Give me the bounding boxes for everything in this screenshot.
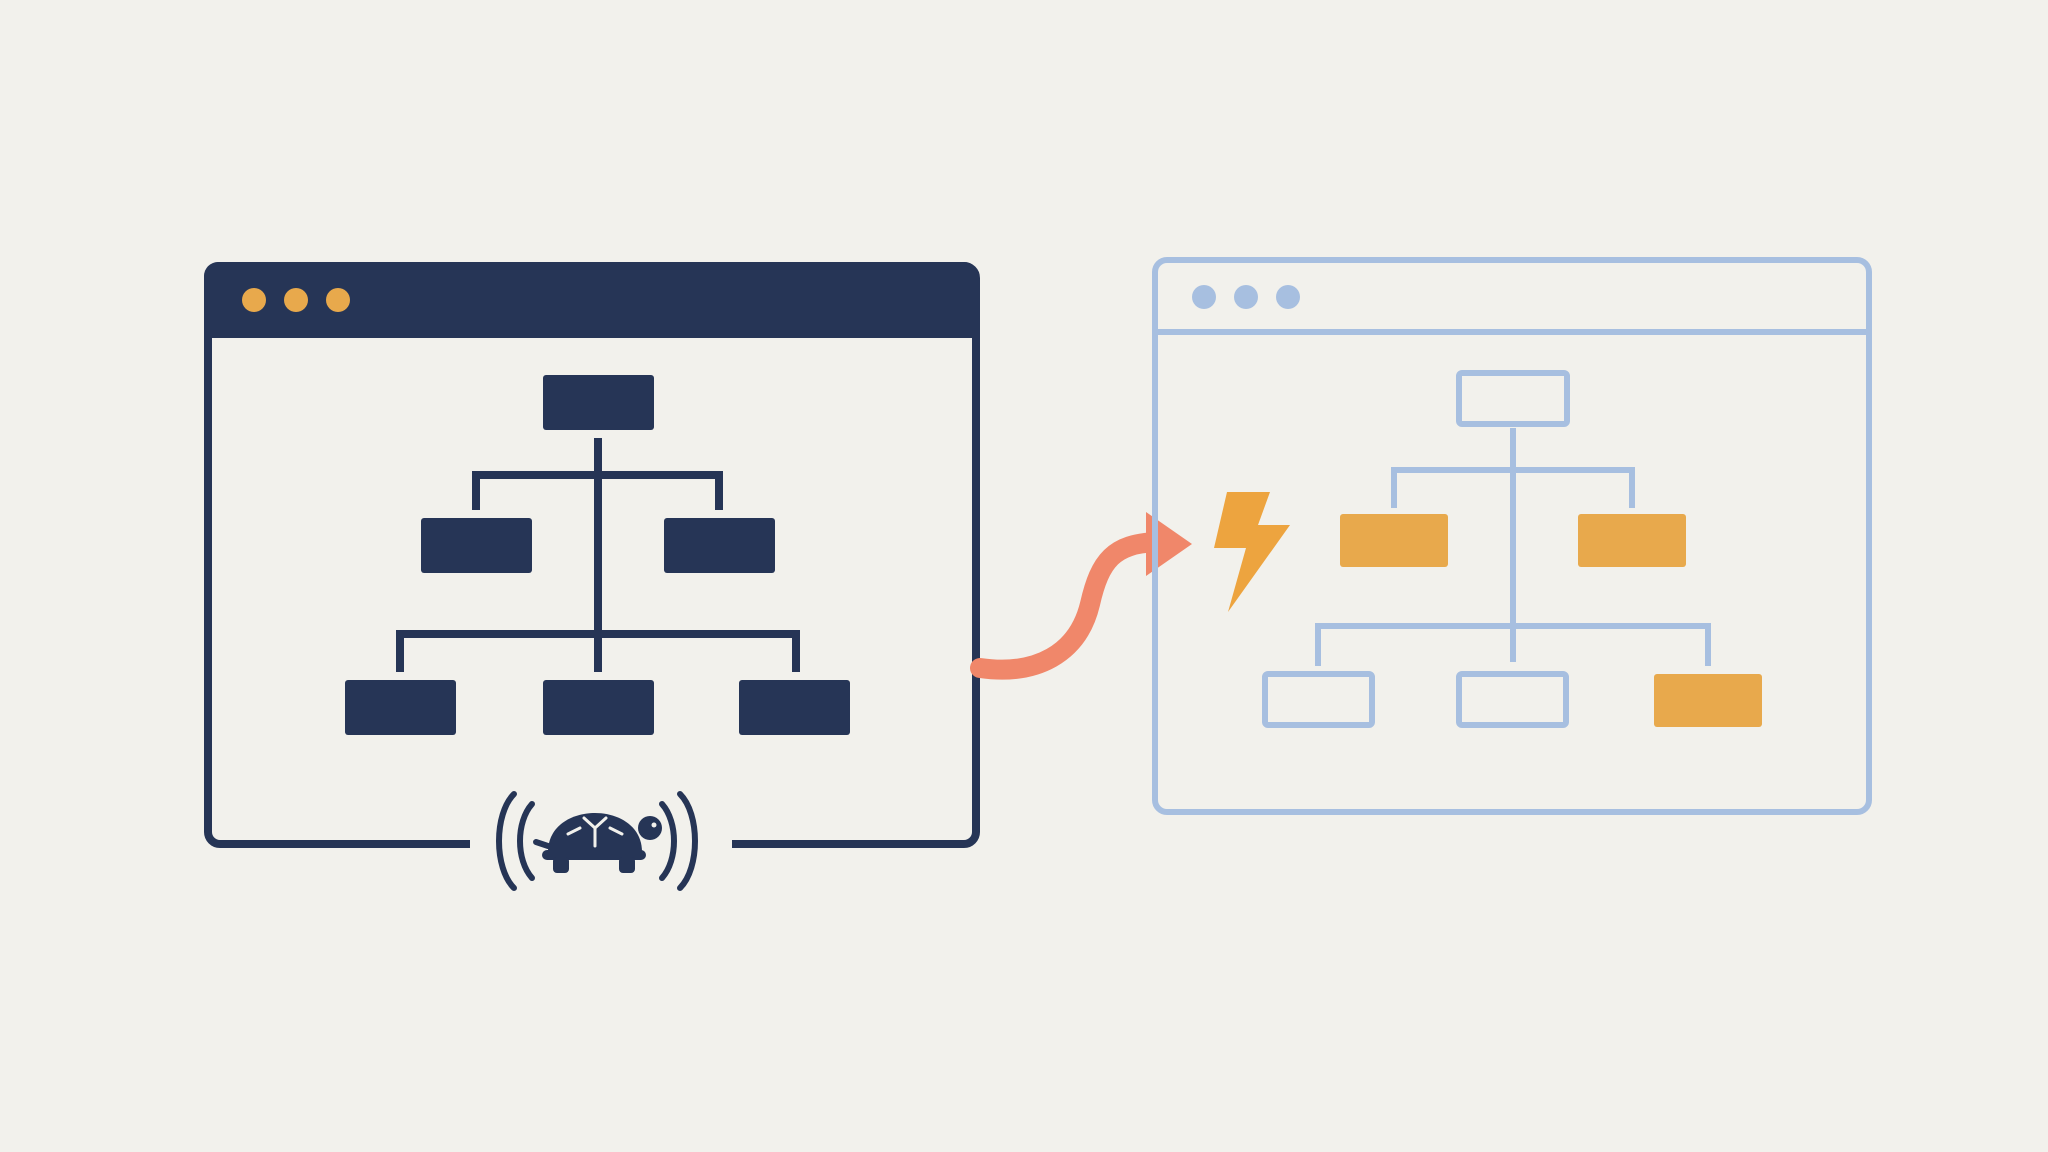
tree-node-l3-middle-unchanged xyxy=(1456,671,1569,728)
tree-node-l2-left xyxy=(421,518,532,573)
turtle-icon xyxy=(496,791,698,891)
tree-node-l2-left-updated xyxy=(1340,514,1448,567)
before-tree-nodes xyxy=(345,375,850,735)
window-dot xyxy=(284,288,308,312)
lightning-bolt-icon xyxy=(1214,492,1290,612)
window-dot xyxy=(1276,285,1300,309)
tree-node-l3-middle xyxy=(543,680,654,735)
after-window xyxy=(1152,257,1872,815)
tree-node-l3-right-updated xyxy=(1654,674,1762,727)
tree-node-l3-left-unchanged xyxy=(1262,671,1375,728)
window-dot xyxy=(326,288,350,312)
tree-node-l3-right xyxy=(739,680,850,735)
tree-node-l3-left xyxy=(345,680,456,735)
before-window-frame xyxy=(204,262,980,848)
curved-arrow-icon xyxy=(970,512,1192,680)
window-dot xyxy=(242,288,266,312)
before-window-titlebar xyxy=(204,262,978,338)
after-tree-connectors xyxy=(1315,428,1711,666)
window-dot xyxy=(1192,285,1216,309)
tree-node-root-unchanged xyxy=(1456,370,1570,427)
after-tree-nodes xyxy=(1262,370,1762,728)
window-dot xyxy=(1234,285,1258,309)
before-tree-connectors xyxy=(396,438,800,672)
tree-node-root xyxy=(543,375,654,430)
after-window-frame xyxy=(1152,257,1872,815)
tree-node-l2-right-updated xyxy=(1578,514,1686,567)
tree-node-l2-right xyxy=(664,518,775,573)
before-window xyxy=(204,262,980,891)
